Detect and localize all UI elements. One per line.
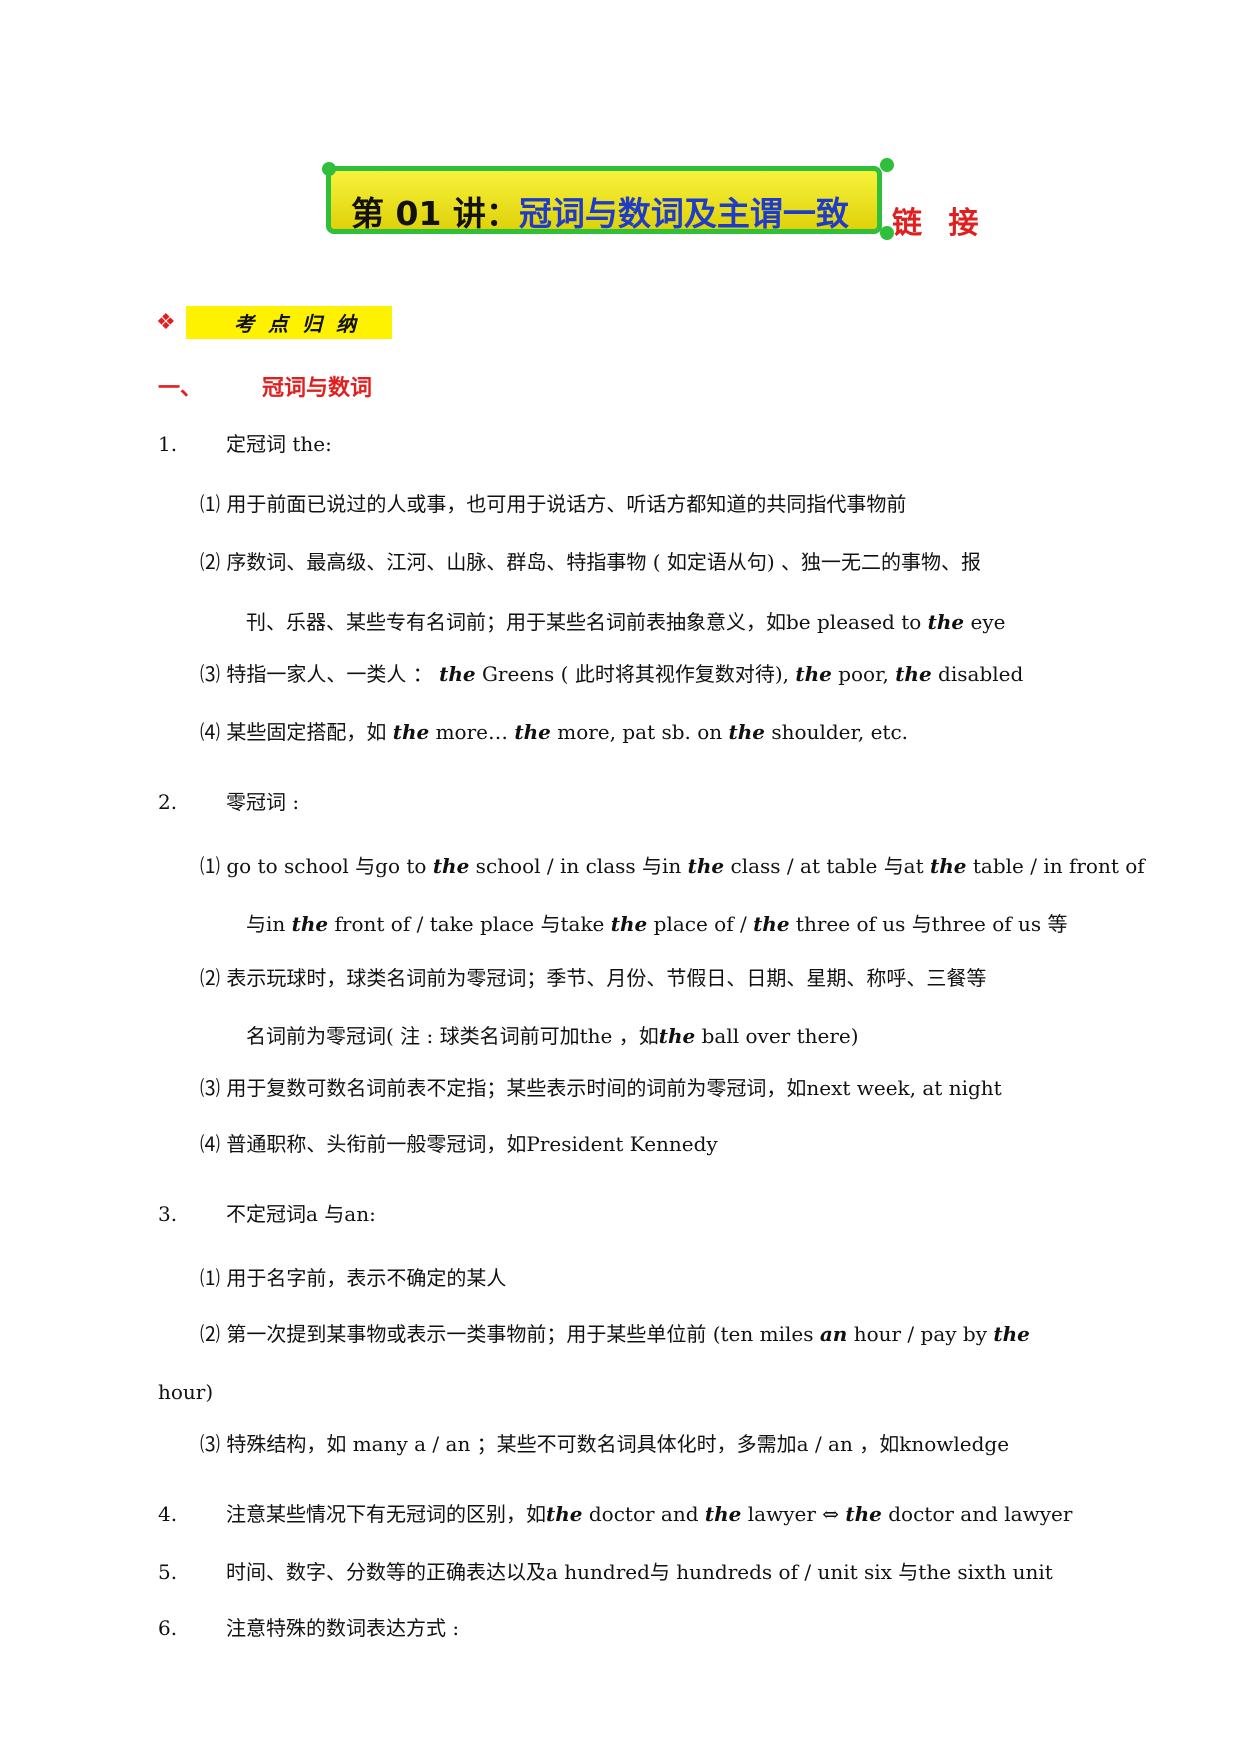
scroll-curl-decoration xyxy=(322,162,336,176)
list-heading: 时间、数字、分数等的正确表达以及a hundred与 hundreds of /… xyxy=(226,1560,1053,1584)
list-item-continuation: 名词前为零冠词( 注 : 球类名词前可加the ，如the ball over … xyxy=(246,1024,859,1048)
list-heading: 注意特殊的数词表达方式 : xyxy=(226,1616,460,1640)
list-number: 6. xyxy=(158,1616,178,1640)
list-number: 3. xyxy=(158,1202,178,1226)
list-item-continuation: 与in the front of / take place 与take the … xyxy=(246,912,1068,936)
list-item: ⑷ 某些固定搭配，如 the more… the more, pat sb. o… xyxy=(200,720,909,744)
link-label[interactable]: 链 接 xyxy=(892,206,987,241)
list-item: ⑴ 用于前面已说过的人或事，也可用于说话方、听话方都知道的共同指代事物前 xyxy=(200,492,907,516)
list-heading: 零冠词 : xyxy=(226,790,300,814)
lecture-number: 第 01 讲： xyxy=(351,194,519,233)
list-number: 5. xyxy=(158,1560,178,1584)
list-item: ⑶ 特殊结构，如 many a / an ；某些不可数名词具体化时，多需加a /… xyxy=(200,1432,1010,1456)
title-banner: 第 01 讲：冠词与数词及主谓一致 xyxy=(322,158,894,240)
lecture-title: 冠词与数词及主谓一致 xyxy=(518,194,849,233)
list-item: ⑴ go to school 与go to the school / in cl… xyxy=(200,854,1145,878)
list-number: 4. xyxy=(158,1502,178,1526)
scroll-curl-decoration xyxy=(880,226,894,240)
section-tag: ❖ 考点归纳 xyxy=(156,305,392,339)
list-heading: 定冠词 the: xyxy=(226,432,332,456)
diamond-flower-icon: ❖ xyxy=(156,309,176,335)
page-title: 第 01 讲：冠词与数词及主谓一致 xyxy=(351,187,849,235)
list-heading: 注意某些情况下有无冠词的区别，如the doctor and the lawye… xyxy=(226,1502,1073,1526)
list-number: 2. xyxy=(158,790,178,814)
list-item: ⑶ 特指一家人、一类人 ： the Greens ( 此时将其视作复数对待), … xyxy=(200,662,1024,686)
section-heading: 一、 冠词与数词 xyxy=(158,370,372,402)
list-item-continuation: 刊、乐器、某些专有名词前；用于某些名词前表抽象意义，如be pleased to… xyxy=(246,610,1006,634)
list-item: ⑷ 普通职称、头衔前一般零冠词，如President Kennedy xyxy=(200,1132,718,1156)
list-item-continuation: hour) xyxy=(158,1380,214,1404)
section-number: 一、 xyxy=(158,376,203,401)
list-heading: 不定冠词a 与an: xyxy=(226,1202,376,1226)
section-title: 冠词与数词 xyxy=(262,376,373,401)
list-item: ⑵ 序数词、最高级、江河、山脉、群岛、特指事物 ( 如定语从句) 、独一无二的事… xyxy=(200,550,982,574)
scroll-curl-decoration xyxy=(880,158,894,172)
list-item: ⑴ 用于名字前，表示不确定的某人 xyxy=(200,1266,507,1290)
section-tag-label: 考点归纳 xyxy=(186,305,392,339)
list-item: ⑵ 第一次提到某事物或表示一类事物前；用于某些单位前 (ten miles an… xyxy=(200,1322,1030,1346)
title-banner-box: 第 01 讲：冠词与数词及主谓一致 xyxy=(326,166,882,234)
list-item: ⑶ 用于复数可数名词前表不定指；某些表示时间的词前为零冠词，如next week… xyxy=(200,1076,1002,1100)
list-item: ⑵ 表示玩球时，球类名词前为零冠词；季节、月份、节假日、日期、星期、称呼、三餐等 xyxy=(200,966,987,990)
list-number: 1. xyxy=(158,432,178,456)
